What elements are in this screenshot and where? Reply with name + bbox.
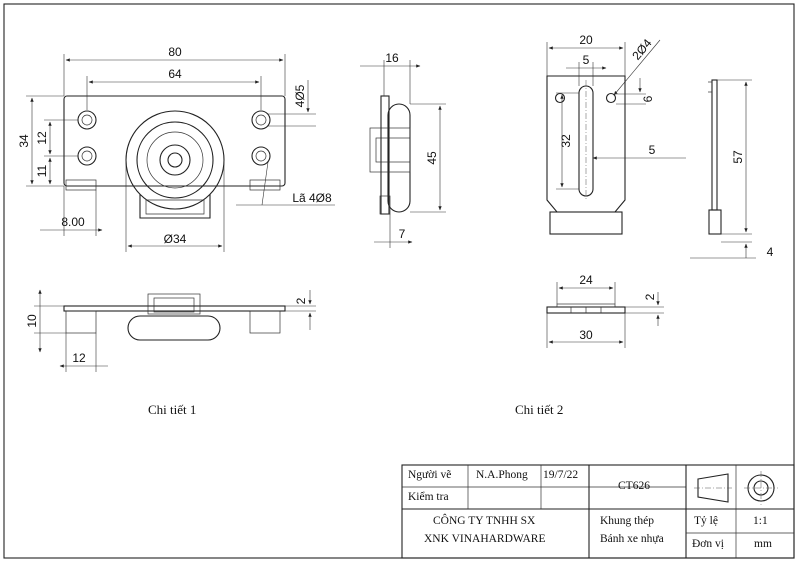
dim-w20: 20: [579, 33, 593, 47]
detail2-caption: Chi tiết 2: [515, 402, 564, 417]
dim-w24: 24: [579, 273, 593, 287]
detail1-side-view: [360, 60, 446, 248]
company-line2: XNK VINAHARDWARE: [424, 533, 546, 545]
detail2-front-view: [546, 39, 686, 235]
dim-h34: 34: [17, 134, 31, 148]
drawing-code: CT626: [618, 480, 650, 492]
dim-h12: 12: [35, 131, 49, 145]
drawn-by-name: N.A.Phong: [476, 469, 528, 481]
unit-label: Đơn vị: [692, 538, 724, 550]
dim-h32: 32: [559, 134, 573, 148]
scale-value: 1:1: [753, 515, 768, 527]
dim-2phi4: 2Ø4: [629, 36, 655, 63]
dim-h11: 11: [35, 164, 49, 177]
drawn-date: 19/7/22: [543, 469, 579, 481]
dim-t16: 16: [385, 51, 399, 65]
dim-s10: 10: [25, 314, 39, 328]
dim-phi34: Ø34: [164, 232, 187, 246]
title-block-grid: [401, 464, 795, 559]
dim-w30: 30: [579, 328, 593, 342]
checked-by-label: Kiểm tra: [408, 491, 449, 503]
dim-w80: 80: [168, 45, 182, 59]
detail1-top-view: [34, 289, 316, 372]
drawn-by-label: Người vẽ: [408, 469, 452, 481]
dimension-labels: 80 64 4Ø5 34 12 11 8.00 Ø34 Lã 4Ø8 10 12…: [17, 33, 774, 365]
projection-symbol-icon: [694, 471, 778, 505]
dim-d5: 4Ø5: [293, 84, 307, 107]
dim-hole: Lã 4Ø8: [292, 191, 332, 205]
dim-h8: 8.00: [61, 215, 85, 229]
dim-d5b: 5: [649, 143, 656, 157]
detail2-side-view: [690, 79, 756, 259]
dim-w5: 5: [583, 53, 590, 67]
dim-s12: 12: [72, 351, 86, 365]
unit-value: mm: [754, 538, 772, 550]
description-line2: Bánh xe nhựa: [600, 533, 664, 545]
detail1-front-view: [26, 54, 335, 252]
sheet-border: [3, 3, 795, 559]
scale-label: Tỷ lệ: [694, 515, 718, 527]
dim-w64: 64: [168, 67, 182, 81]
dim-s2: 2: [294, 297, 308, 304]
company-line1: CÔNG TY TNHH SX: [433, 515, 536, 527]
detail1-caption: Chi tiết 1: [148, 402, 197, 417]
dim-h57: 57: [731, 150, 745, 164]
description-line1: Khung thép: [600, 515, 654, 527]
dim-d6: 6: [641, 95, 655, 102]
dim-t2: 2: [643, 293, 657, 300]
dim-h4: 4: [767, 245, 774, 259]
dim-b7: 7: [399, 227, 406, 241]
dim-h45: 45: [425, 151, 439, 165]
detail2-top-view: [546, 282, 664, 348]
